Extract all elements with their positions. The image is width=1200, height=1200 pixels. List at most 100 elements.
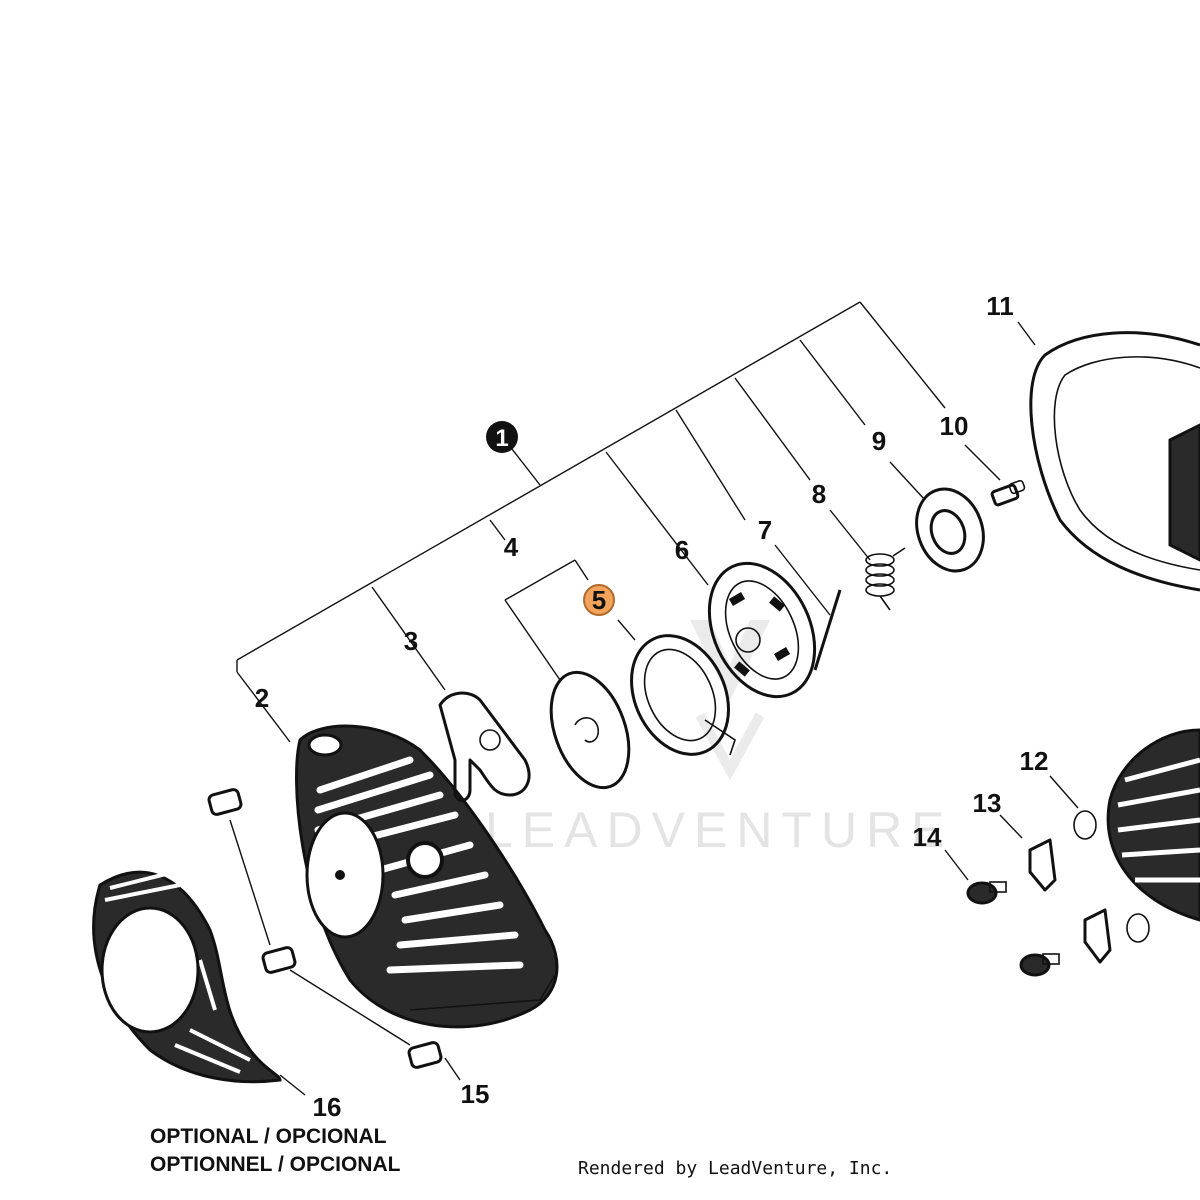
reel-hub	[735, 627, 761, 653]
hub-boss	[929, 509, 967, 555]
recoil-spring-outer	[630, 634, 730, 756]
ratchet-hub[interactable]	[906, 480, 995, 581]
housing-screw-2	[261, 946, 297, 974]
coil-spring-ends	[879, 547, 906, 611]
callout-4[interactable]: 4	[504, 532, 519, 562]
pawl-screw[interactable]	[966, 881, 1060, 977]
leader-7	[774, 544, 831, 616]
callout-12[interactable]: 12	[1020, 746, 1049, 776]
pawl[interactable]	[1028, 838, 1112, 964]
starter-housing[interactable]	[295, 724, 559, 1029]
callout-13[interactable]: 13	[973, 788, 1002, 818]
callout-10[interactable]: 10	[940, 411, 969, 441]
recoil-spring-inner	[643, 648, 717, 742]
hub-screw-shank	[1008, 479, 1026, 495]
callout-1-badge[interactable]	[486, 421, 518, 453]
callout-16[interactable]: 16	[313, 1092, 342, 1122]
leader-15a	[229, 819, 271, 946]
callout-5: 5	[592, 585, 606, 615]
callout-14[interactable]: 14	[913, 822, 942, 852]
leader-3	[371, 586, 446, 691]
fan-cover[interactable]	[1029, 331, 1200, 592]
leader-14	[944, 849, 969, 881]
leader-5	[617, 619, 636, 641]
callout-11[interactable]: 11	[986, 291, 1014, 321]
optional-note-line-1: OPTIONAL / OPCIONAL	[150, 1125, 387, 1148]
hub-flange	[915, 487, 985, 573]
spring-case-ring	[549, 670, 631, 790]
leader-7-top	[675, 409, 746, 521]
callout-7[interactable]: 7	[758, 515, 772, 545]
leader-15b	[289, 969, 411, 1046]
leader-15	[444, 1057, 461, 1081]
optional-cover-grille	[104, 871, 251, 1074]
fan-cover-rim	[1029, 331, 1200, 592]
flywheel	[1106, 728, 1200, 922]
spring-case-hook	[574, 717, 600, 743]
pawl-upper	[1028, 838, 1057, 892]
pawl-spring-upper	[1073, 810, 1097, 840]
callout-9[interactable]: 9	[872, 426, 886, 456]
leader-5-top	[574, 559, 589, 581]
reel-spokes	[728, 592, 791, 677]
watermark-logo-chevron-icon	[695, 712, 765, 781]
assembly-bracket	[229, 301, 1079, 1096]
spring-case[interactable]	[537, 662, 644, 799]
callout-1: 1	[495, 425, 508, 452]
leader-13	[999, 814, 1023, 839]
handle-hole	[479, 729, 501, 751]
hub-screw[interactable]	[990, 479, 1026, 507]
pawl-screw-lower-shank	[1042, 953, 1060, 965]
reel-outer	[707, 561, 817, 699]
optional-cover-window	[100, 906, 200, 1034]
callouts: 1 5 2 3 4 6 7 8 9 10 11 12 13 14 15 16	[255, 291, 1049, 1122]
sub-bracket-line	[504, 559, 576, 601]
handle-grip	[438, 691, 531, 802]
leader-16	[279, 1074, 306, 1096]
recoil-spring-tab	[704, 719, 736, 756]
pawl-spring[interactable]	[1073, 810, 1150, 943]
pawl-spring-lower	[1126, 913, 1150, 943]
housing-rope-guide	[406, 841, 444, 879]
optional-note-line-2: OPTIONNEL / OPCIONAL	[150, 1153, 401, 1176]
fan-cover-latch	[1168, 423, 1200, 562]
callout-6[interactable]: 6	[675, 535, 689, 565]
recoil-spring[interactable]	[613, 620, 747, 770]
hub-screw-head	[990, 483, 1020, 507]
housing-mount-hole	[307, 733, 343, 757]
leader-8-top	[734, 377, 811, 481]
callout-3[interactable]: 3	[404, 626, 418, 656]
coil-spring-turns	[865, 553, 895, 597]
leader-11	[1017, 321, 1036, 346]
housing-screw-1	[207, 788, 243, 816]
leader-10-top	[859, 301, 946, 409]
fan-cover-inner	[1053, 356, 1200, 571]
leader-12	[1049, 775, 1079, 809]
callout-8[interactable]: 8	[812, 479, 826, 509]
pawl-screw-upper-shank	[989, 881, 1007, 893]
housing-screw[interactable]	[207, 788, 443, 1069]
leader-4-top	[489, 519, 506, 541]
watermark: LEADVENTURE	[485, 620, 954, 858]
callout-2[interactable]: 2	[255, 683, 269, 713]
render-credit: Rendered by LeadVenture, Inc.	[578, 1158, 892, 1179]
coil-spring[interactable]	[865, 547, 906, 611]
starter-handle[interactable]	[438, 691, 531, 802]
housing-center-dot	[335, 870, 345, 880]
housing-edge	[409, 974, 556, 1011]
pawl-screw-lower	[1019, 953, 1051, 977]
starter-rope[interactable]	[813, 589, 842, 671]
rope-line	[813, 589, 842, 671]
leader-4-part	[504, 599, 561, 681]
bracket-main-line	[236, 301, 861, 661]
reel-inner	[724, 580, 800, 680]
watermark-text: LEADVENTURE	[485, 802, 954, 858]
rope-reel[interactable]	[689, 546, 835, 713]
flywheel-fins	[1117, 757, 1200, 883]
pawl-lower	[1083, 908, 1112, 964]
callout-5-badge[interactable]	[583, 584, 615, 616]
optional-cover[interactable]	[92, 870, 282, 1084]
callout-15[interactable]: 15	[461, 1079, 490, 1109]
